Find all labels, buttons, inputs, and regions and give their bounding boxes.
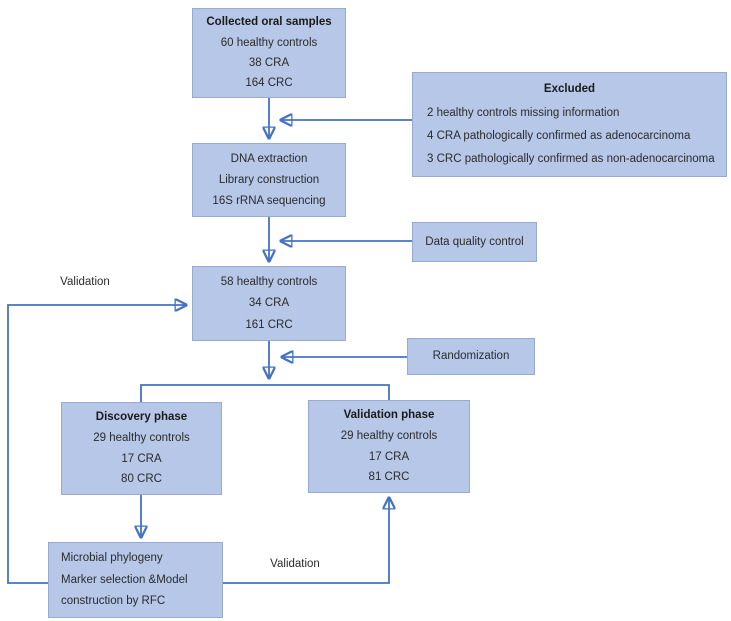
arrow-model-to-validation-phase <box>223 498 389 584</box>
box-line: 161 CRC <box>245 318 293 331</box>
box-data-quality-control: Data quality control <box>412 222 537 262</box>
box-line: 34 CRA <box>248 297 290 310</box>
box-model-construction: Microbial phylogeny Marker selection &Mo… <box>48 542 223 618</box>
box-line: 80 CRC <box>121 473 162 486</box>
box-randomization: Randomization <box>407 338 535 375</box>
box-line: Randomization <box>432 350 510 363</box>
box-line: Marker selection &Model <box>61 573 188 586</box>
box-discovery-phase: Discovery phase 29 healthy controls 17 C… <box>61 402 222 495</box>
box-line: 60 healthy controls <box>220 36 318 49</box>
box-line: 38 CRA <box>248 56 290 69</box>
box-line: 58 healthy controls <box>220 275 318 288</box>
box-line: 2 healthy controls missing information <box>427 106 620 119</box>
box-line: Data quality control <box>425 235 524 248</box>
box-dna-extraction: DNA extraction Library construction 16S … <box>192 143 346 217</box>
box-line: 81 CRC <box>368 471 410 484</box>
box-line: 4 CRA pathologically confirmed as adenoc… <box>427 129 691 142</box>
box-line: Microbial phylogeny <box>61 552 163 565</box>
box-line: construction by RFC <box>61 595 166 608</box>
edge-label-validation-bottom: Validation <box>270 558 320 570</box>
box-line: 16S rRNA sequencing <box>212 194 326 207</box>
box-line: Library construction <box>218 173 320 186</box>
box-line: 3 CRC pathologically confirmed as non-ad… <box>427 152 715 165</box>
box-title: Discovery phase <box>95 411 188 424</box>
box-line: 164 CRC <box>245 76 293 89</box>
box-line: 29 healthy controls <box>340 429 438 442</box>
box-line: 17 CRA <box>121 452 162 465</box>
box-title: Excluded <box>543 83 596 96</box>
box-validation-phase: Validation phase 29 healthy controls 17 … <box>308 400 470 493</box>
box-title: Collected oral samples <box>206 16 332 29</box>
box-title: Validation phase <box>343 409 435 422</box>
edge-label-validation-left: Validation <box>60 276 110 288</box>
box-filtered-samples: 58 healthy controls 34 CRA 161 CRC <box>192 266 346 341</box>
box-line: 29 healthy controls <box>93 431 190 444</box>
box-excluded: Excluded 2 healthy controls missing info… <box>412 72 727 177</box>
box-line: 17 CRA <box>368 450 410 463</box>
box-collected-oral-samples: Collected oral samples 60 healthy contro… <box>192 8 346 98</box>
box-line: DNA extraction <box>230 152 308 165</box>
